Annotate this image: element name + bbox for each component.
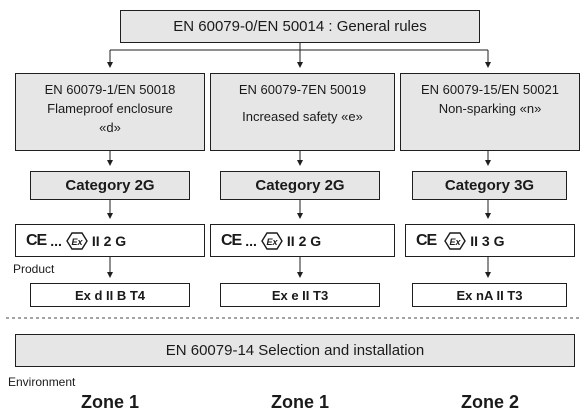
zone-label-2: Zone 1 (270, 392, 329, 412)
product-code: Ex nA II T3 (456, 287, 523, 303)
product-box-2: Ex e II T3 (220, 283, 380, 307)
standard-code: EN 60079-7EN 50019 (238, 82, 367, 97)
product-code: Ex e II T3 (271, 287, 329, 303)
standard-box-increased-safety: EN 60079-7EN 50019 Increased safety «e» (210, 73, 395, 151)
environment-label: Environment (8, 375, 76, 389)
category-label: Category 2G (255, 177, 345, 194)
general-rules-box: EN 60079-0/EN 50014 : General rules (120, 10, 480, 43)
marking-ellipsis: ... (50, 232, 62, 249)
equipment-group: II 2 G (91, 232, 127, 249)
standard-box-flameproof: EN 60079-1/EN 50018 Flameproof enclosure… (15, 73, 205, 151)
zone-label-1: Zone 1 (80, 392, 139, 412)
equipment-group: II 3 G (470, 232, 505, 249)
ce-mark: CE (26, 231, 47, 249)
marking-ellipsis: ... (245, 232, 257, 249)
selection-title: EN 60079-14 Selection and installation (165, 342, 425, 359)
standard-desc-code: «d» (99, 120, 121, 135)
equipment-group: II 2 G (286, 232, 322, 249)
category-box-2: Category 2G (220, 171, 380, 200)
standard-code: EN 60079-1/EN 50018 (44, 82, 176, 97)
svg-text:Ex: Ex (450, 237, 462, 247)
category-box-3: Category 3G (412, 171, 567, 200)
standard-desc: Flameproof enclosure (47, 101, 173, 116)
category-label: Category 3G (444, 177, 535, 194)
svg-text:Ex: Ex (266, 237, 278, 247)
ex-hexagon-icon: Ex (66, 231, 88, 250)
category-box-1: Category 2G (30, 171, 190, 200)
ex-hexagon-icon: Ex (444, 231, 467, 250)
category-label: Category 2G (65, 177, 155, 194)
product-code: Ex d II B T4 (74, 287, 146, 303)
product-label: Product (13, 262, 55, 276)
marking-box-3: CE Ex II 3 G (405, 224, 575, 257)
standard-desc: Increased safety «e» (242, 109, 363, 124)
svg-text:Ex: Ex (71, 237, 83, 247)
ce-mark: CE (416, 231, 437, 249)
marking-box-2: CE ... Ex II 2 G (210, 224, 395, 257)
standard-desc: Non-sparking «n» (438, 101, 542, 116)
product-box-3: Ex nA II T3 (412, 283, 567, 307)
ex-hexagon-icon: Ex (261, 231, 283, 250)
marking-box-1: CE ... Ex II 2 G (15, 224, 205, 257)
zone-label-3: Zone 2 (460, 392, 519, 412)
standard-box-non-sparking: EN 60079-15/EN 50021 Non-sparking «n» (400, 73, 580, 151)
product-box-1: Ex d II B T4 (30, 283, 190, 307)
selection-installation-box: EN 60079-14 Selection and installation (15, 334, 575, 367)
ce-mark: CE (221, 231, 242, 249)
standard-code: EN 60079-15/EN 50021 (420, 82, 560, 97)
general-rules-title: EN 60079-0/EN 50014 : General rules (173, 18, 427, 35)
